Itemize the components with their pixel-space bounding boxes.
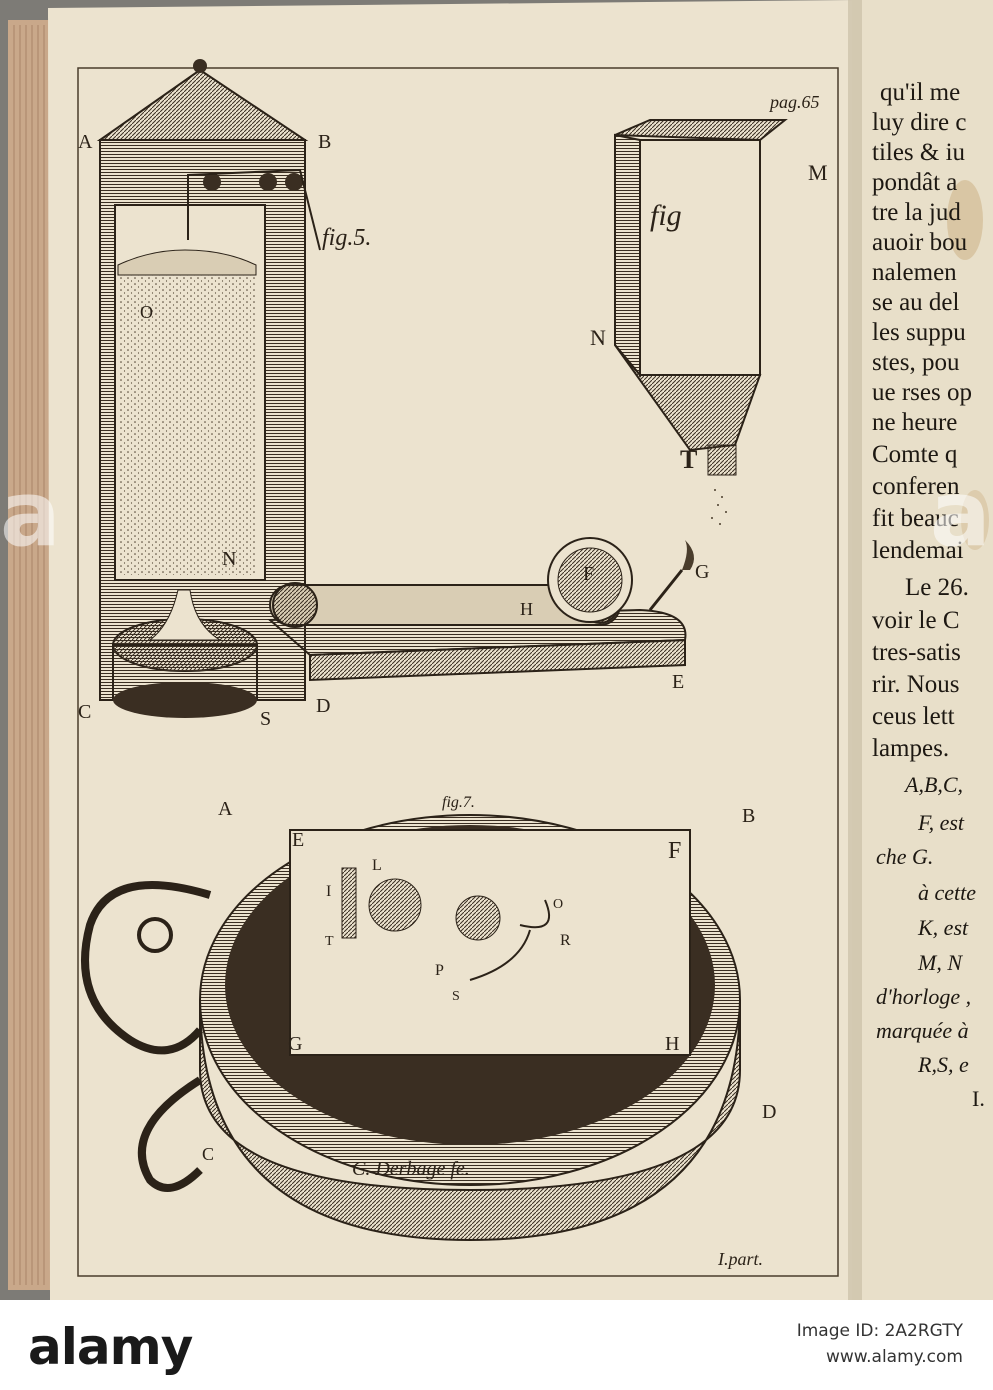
text-line-italic: M, N [917,950,963,975]
text-line-italic: I. [972,1086,985,1111]
text-line-italic: à cette [918,880,976,905]
page-reference: pag.65 [768,92,820,112]
text-line: nalemen [872,259,957,286]
engraver-signature: C. Derbage fe. [352,1158,470,1180]
fig7-label-g: G [288,1033,302,1055]
fig5-label-g: G [695,561,709,583]
fig7-label-c: C [202,1144,214,1164]
watermark-left: a [0,462,61,567]
fig6-caption: fig [650,199,682,232]
fig6-label-n: N [590,325,606,350]
text-line: Le 26. [905,574,969,601]
fig7-label-d: D [762,1101,776,1123]
fig5-labels: A B C D E F G H O N S [78,131,709,730]
fig7-label-a: A [218,798,233,820]
fig7-label-f: F [668,838,681,864]
watermark-right: a [930,462,991,567]
fig7-label-l: L [372,857,382,874]
text-line: ceus lett [872,703,955,730]
fig5-caption: fig.5. [322,225,371,251]
fig7-label-i: I [326,883,331,900]
fig7-label-e: E [292,829,304,851]
fig7-label-s: S [452,989,460,1004]
text-line: conferen [872,473,960,500]
text-line-italic: che G. [876,844,933,869]
site-url: www.alamy.com [825,1347,963,1367]
fig5-label-f: F [583,563,594,585]
fig7-label-o: O [553,897,563,912]
image-id: Image ID: 2A2RGTY [796,1321,963,1341]
fig7-lamp [81,814,741,1242]
text-line: Comte q [872,441,958,468]
text-line: se au del [872,289,960,316]
fig5-label-o: O [140,302,153,322]
text-line-italic: F, est [917,810,965,835]
text-line: ne heure [872,409,957,436]
alamy-logo: alamy [28,1318,193,1376]
text-line: lendemai [872,537,964,564]
text-line: rir. Nous [872,671,960,698]
fig7-caption: fig.7. [442,794,475,811]
fig5-label-c: C [78,701,91,723]
text-line: tre la jud [872,199,961,226]
text-line-italic: A,B,C, [903,772,963,797]
fig5-label-a: A [78,131,93,153]
fig5-label-d: D [316,695,330,717]
text-line: ue rses op [872,379,972,406]
text-line-italic: marquée à [876,1018,969,1043]
text-line-italic: R,S, e [917,1052,969,1077]
text-line: tres-satis [872,639,961,666]
text-line: pondât a [872,169,957,196]
text-line: auoir bou [872,229,968,256]
fig5-trough [267,537,694,682]
fig5-label-e: E [672,671,684,693]
fig6-label-t: T [680,445,697,474]
text-line: tiles & iu [872,139,966,166]
page-edges [8,20,50,1290]
book-photograph: A B C D E F G H O N S M N T A B C D E F … [0,0,993,1300]
part-note: I.part. [717,1249,763,1269]
text-line: fit beauc [872,505,959,532]
fig5-label-h: H [520,599,533,619]
fig7-label-t: T [325,934,334,949]
text-line-italic: d'horloge , [876,984,971,1009]
fig7-label-p: P [435,962,444,979]
fig7-label-b: B [742,805,755,827]
text-line: voir le C [872,607,960,634]
text-line: qu'il me [880,79,960,106]
fig6-labels: M N T [590,160,828,474]
fig7-label-h: H [665,1033,679,1055]
text-line: les suppu [872,319,966,346]
fig5-label-n: N [222,548,236,570]
banner-caption: Image ID: 2A2RGTY www.alamy.com [797,1318,963,1370]
text-line: stes, pou [872,349,960,376]
fig6-hopper [614,119,788,525]
fig7-label-r: R [560,932,571,949]
fig5-label-b: B [318,131,331,153]
fig6-label-m: M [808,160,828,185]
stock-banner: alamy Image ID: 2A2RGTY www.alamy.com [0,1300,993,1390]
right-page-text: qu'il me luy dire c tiles & iu pondât a … [872,79,985,1111]
fig7-labels: A B C D E F G H I L O R T P S [202,798,776,1164]
fig5-label-s: S [260,708,271,730]
right-page [852,0,993,1300]
text-line: luy dire c [872,109,966,136]
text-line-italic: K, est [917,915,969,940]
text-line: lampes. [872,735,949,762]
plate-frame [77,67,839,1277]
